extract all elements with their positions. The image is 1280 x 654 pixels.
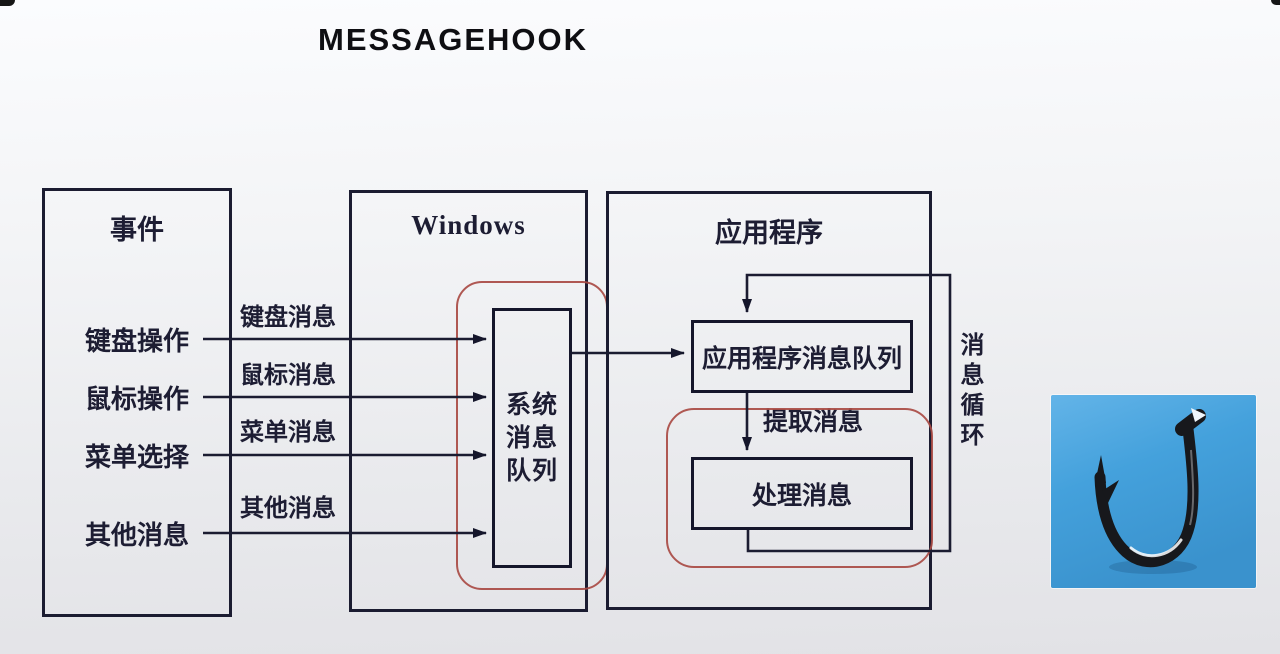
event-box: 事件 键盘操作 鼠标操作 菜单选择 其他消息	[42, 188, 232, 617]
label-other-message: 其他消息	[240, 496, 336, 522]
system-message-queue-box: 系统消息队列	[492, 308, 572, 568]
hook-barb	[1102, 480, 1119, 503]
windows-box: Windows	[349, 190, 588, 612]
label-mouse-message: 鼠标消息	[240, 363, 336, 389]
windows-box-header: Windows	[411, 210, 526, 240]
hook-point	[1095, 455, 1106, 483]
screen-corner-artifact-right	[1271, 0, 1280, 5]
event-item-mouse: 鼠标操作	[84, 385, 189, 414]
app-message-queue-box: 应用程序消息队列	[691, 320, 913, 393]
fishing-hook-image	[1051, 395, 1256, 588]
hook-spade-highlight	[1191, 408, 1206, 422]
event-item-other: 其他消息	[84, 521, 189, 550]
red-highlight-system-queue	[456, 281, 608, 590]
page-title: MESSAGEHOOK	[318, 22, 589, 57]
fishing-hook-graphic	[1051, 395, 1256, 588]
hook-reflection	[1129, 538, 1183, 558]
message-loop-label: 消息循环	[956, 332, 982, 452]
application-box-header: 应用程序	[715, 218, 823, 248]
event-item-menu: 菜单选择	[84, 443, 189, 472]
screen-corner-artifact-left	[0, 0, 15, 6]
label-menu-message: 菜单消息	[240, 420, 336, 446]
event-box-header: 事件	[110, 215, 164, 245]
hook-body	[1094, 423, 1199, 568]
red-highlight-message-loop	[666, 408, 933, 568]
hook-shaft-sheen	[1189, 449, 1195, 526]
label-keyboard-message: 键盘消息	[240, 305, 336, 331]
event-item-keyboard: 键盘操作	[84, 327, 189, 356]
